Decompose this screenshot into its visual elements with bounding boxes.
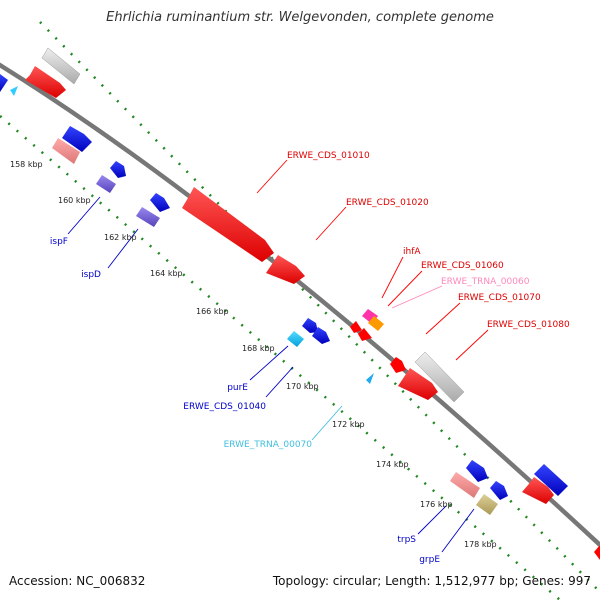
gene-feature[interactable]	[25, 66, 66, 98]
gene-feature[interactable]	[182, 187, 274, 262]
gene-feature[interactable]	[368, 316, 384, 331]
gene-feature[interactable]	[466, 460, 488, 482]
gene-feature[interactable]	[450, 472, 480, 498]
gene-label[interactable]: grpE	[419, 555, 440, 565]
gene-label[interactable]: ihfA	[403, 247, 421, 257]
gene-feature[interactable]	[136, 207, 160, 227]
reverse-features	[52, 126, 508, 515]
gene-feature[interactable]	[350, 321, 362, 333]
gene-feature[interactable]	[266, 255, 305, 284]
gene-feature[interactable]	[52, 138, 80, 164]
tick-label: 158 kbp	[10, 160, 43, 169]
tick-label: 162 kbp	[104, 233, 137, 242]
gene-label[interactable]: trpS	[397, 535, 416, 545]
forward-features	[0, 47, 600, 560]
gene-label[interactable]: ispF	[50, 237, 68, 247]
accession-text: Accession: NC_006832	[9, 574, 146, 588]
gene-feature[interactable]	[522, 477, 554, 504]
gene-label[interactable]: purE	[227, 383, 248, 393]
forward-gene-labels: ERWE_CDS_01010 ERWE_CDS_01020 ihfA ERWE_…	[287, 151, 570, 330]
genome-backbone	[0, 62, 600, 547]
tick-label: 178 kbp	[464, 540, 497, 549]
gene-feature[interactable]	[366, 373, 374, 384]
reverse-gene-labels: ispF ispD purE ERWE_CDS_01040 ERWE_TRNA_…	[50, 237, 440, 565]
gene-feature[interactable]	[534, 464, 568, 496]
gene-label[interactable]: ERWE_CDS_01010	[287, 151, 370, 161]
gene-label[interactable]: ERWE_CDS_01060	[421, 261, 504, 271]
inner-tick-ring	[0, 115, 561, 600]
tick-label: 170 kbp	[286, 382, 319, 391]
gene-feature[interactable]	[390, 357, 406, 373]
tick-labels: 158 kbp 160 kbp 162 kbp 164 kbp 166 kbp …	[10, 160, 497, 549]
outer-tick-ring	[39, 21, 600, 593]
gene-feature[interactable]	[62, 126, 92, 152]
tick-label: 176 kbp	[420, 500, 453, 509]
gene-label[interactable]: ERWE_CDS_01070	[458, 293, 541, 303]
tick-label: 168 kbp	[242, 344, 275, 353]
gene-feature[interactable]	[96, 175, 116, 193]
tick-label: 172 kbp	[332, 420, 365, 429]
gene-feature[interactable]	[476, 494, 498, 515]
gene-feature[interactable]	[150, 193, 170, 212]
gene-feature[interactable]	[10, 86, 18, 96]
gene-feature[interactable]	[302, 318, 318, 333]
gene-feature[interactable]	[287, 331, 304, 347]
gene-label[interactable]: ERWE_TRNA_00070	[224, 440, 313, 450]
gene-feature[interactable]	[358, 328, 372, 341]
label-leaders	[67, 159, 489, 553]
tick-label: 164 kbp	[150, 269, 183, 278]
gene-feature[interactable]	[594, 545, 600, 560]
tick-label: 160 kbp	[58, 196, 91, 205]
gene-feature[interactable]	[414, 351, 465, 403]
gene-feature[interactable]	[312, 327, 330, 344]
gene-label[interactable]: ERWE_CDS_01020	[346, 198, 429, 208]
gene-label[interactable]: ERWE_TRNA_00060	[441, 277, 530, 287]
gene-label[interactable]: ERWE_CDS_01040	[183, 402, 266, 412]
tick-label: 166 kbp	[196, 307, 229, 316]
gene-label[interactable]: ispD	[81, 270, 101, 280]
gene-label[interactable]: ERWE_CDS_01080	[487, 320, 570, 330]
gene-feature[interactable]	[0, 74, 8, 92]
gene-feature[interactable]	[41, 47, 81, 85]
map-title: Ehrlichia ruminantium str. Welgevonden, …	[106, 10, 494, 25]
tick-label: 174 kbp	[376, 460, 409, 469]
gene-feature[interactable]	[398, 368, 438, 400]
gene-feature[interactable]	[490, 481, 508, 500]
gene-feature[interactable]	[110, 161, 126, 178]
genome-summary-text: Topology: circular; Length: 1,512,977 bp…	[272, 574, 591, 588]
